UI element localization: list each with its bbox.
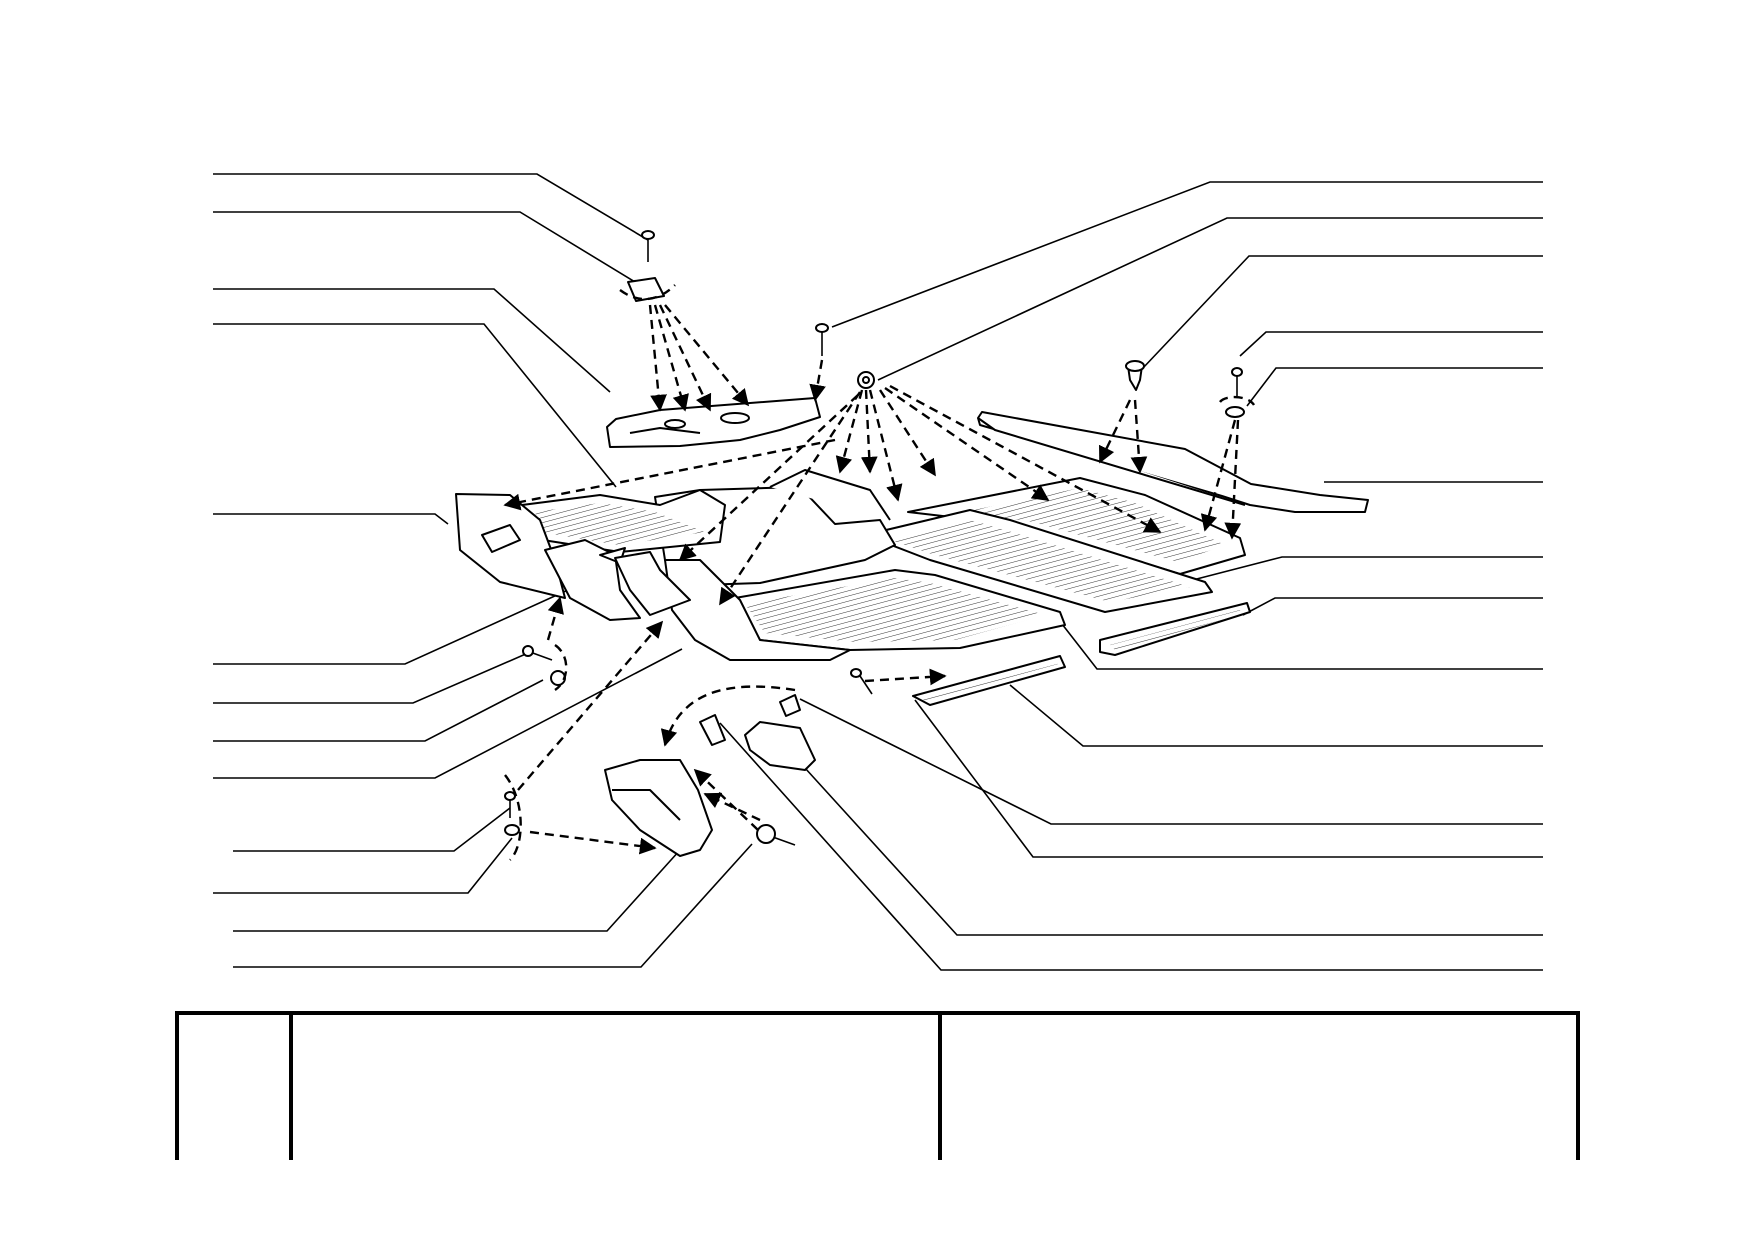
screw-lower-left xyxy=(504,791,516,818)
screw-top-left xyxy=(641,230,655,262)
spring-nut-top-left xyxy=(627,277,665,302)
washer-lower-left xyxy=(504,824,520,836)
left-side-mat xyxy=(544,539,641,621)
leader-lines-right xyxy=(719,181,1543,971)
press-stud-right xyxy=(1125,360,1145,391)
heel-pad xyxy=(614,551,691,616)
heater-duct-bracket xyxy=(604,714,816,857)
leader-lines-left xyxy=(213,173,753,968)
screw-sill xyxy=(850,668,873,695)
fasteners xyxy=(504,230,1245,846)
rear-panel xyxy=(977,411,1369,513)
left-footwell-piece xyxy=(664,559,851,661)
screw-top-centre xyxy=(815,323,829,356)
washer-left xyxy=(550,670,566,686)
front-toe-panel xyxy=(606,397,821,448)
floor-mat-assembly xyxy=(455,411,1369,706)
cup-washer-right xyxy=(1225,406,1245,418)
parts-table-frame xyxy=(175,1011,1580,1160)
rivet-centre xyxy=(857,371,875,389)
bolt-bracket xyxy=(756,824,796,846)
screw-left xyxy=(522,645,553,661)
assembly-arrows xyxy=(503,284,1256,861)
clip-sill xyxy=(779,694,801,717)
screw-right xyxy=(1231,367,1243,396)
